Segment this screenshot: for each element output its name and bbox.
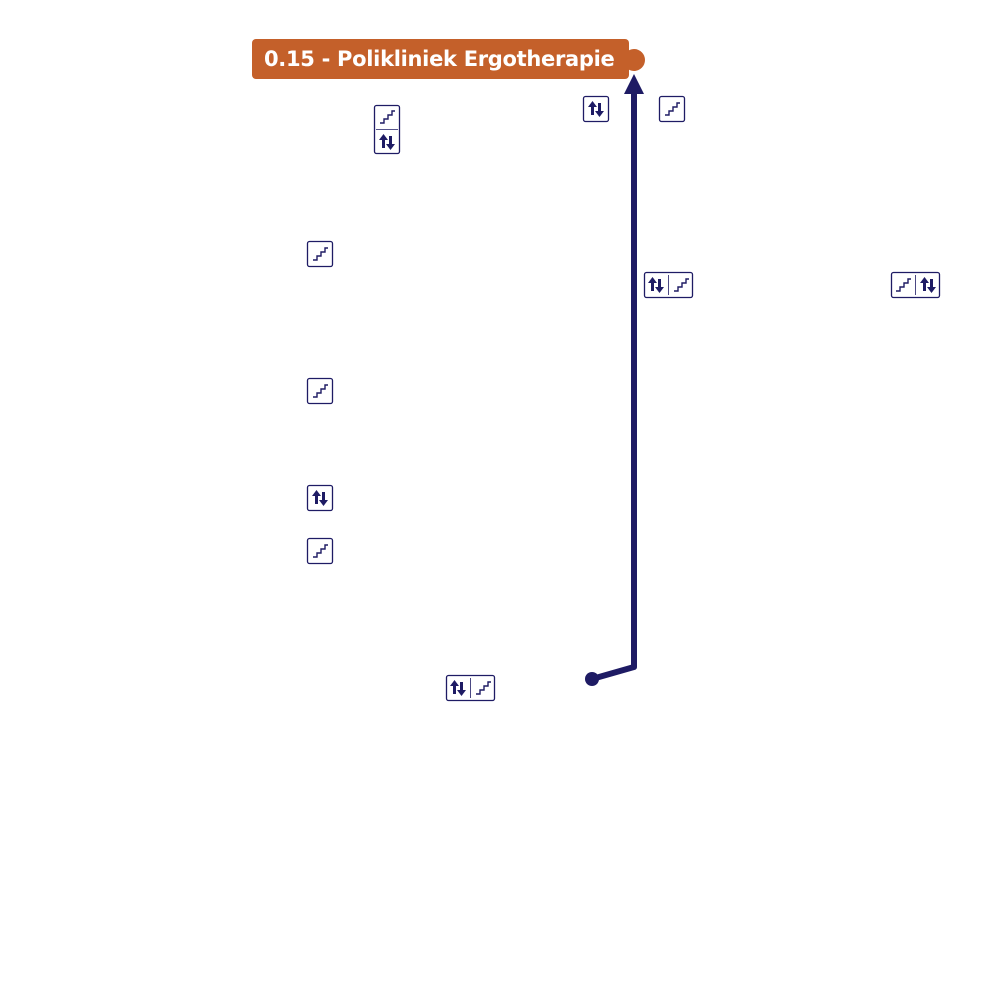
destination-label: 0.15 - Polikliniek Ergotherapie [252,39,629,79]
elevator-stairs-icon-2 [445,674,496,702]
elevator-icon-1 [582,95,610,123]
route-start-marker [585,672,599,686]
stairs-icon-2 [306,240,334,268]
route-path [585,74,644,686]
stairs-icon-1 [658,95,686,123]
stairs-icon-4 [306,537,334,565]
stairs-elevator-icon-1 [373,104,401,155]
elevator-icon-2 [306,484,334,512]
stairs-icon-3 [306,377,334,405]
elevator-stairs-icon-1 [643,271,694,299]
stairs-elevator-icon-2 [890,271,941,299]
route-arrowhead [624,74,644,94]
destination-marker [623,49,645,71]
